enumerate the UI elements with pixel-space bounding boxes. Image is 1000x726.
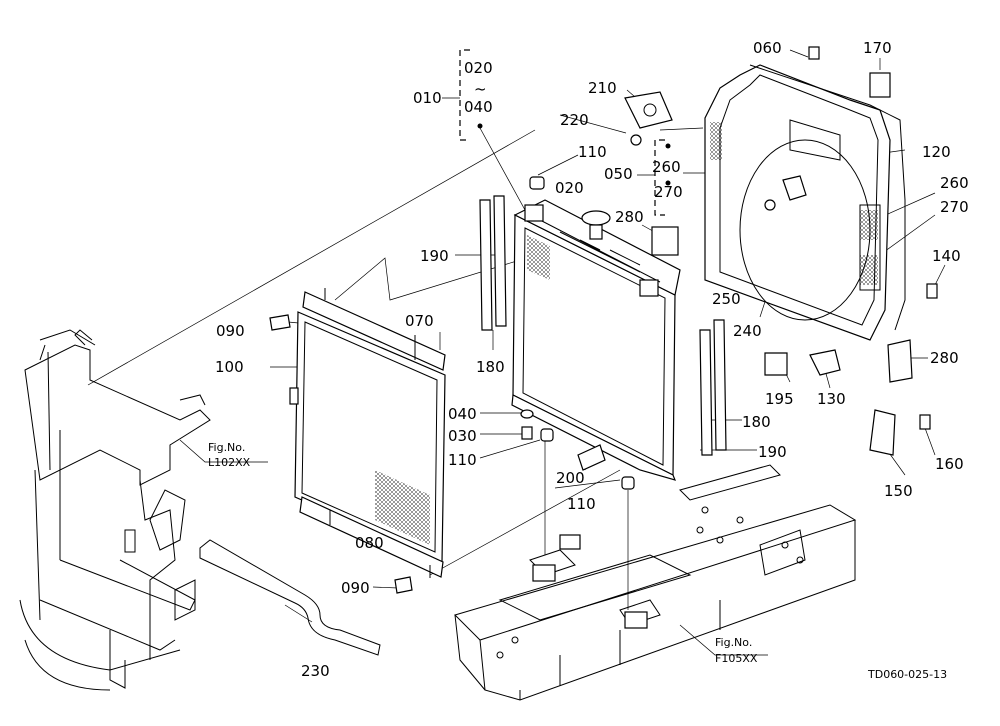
- screen-assembly: [289, 288, 446, 578]
- callout-030: 030: [448, 427, 477, 445]
- drawing-code: TD060-025-13: [867, 668, 947, 681]
- callout-180: 180: [476, 358, 505, 376]
- fig-ref-f105[interactable]: Fig.No. F105XX: [715, 636, 758, 665]
- callout-190b: 190: [758, 443, 787, 461]
- callout-210: 210: [588, 79, 617, 97]
- callout-120: 120: [922, 143, 951, 161]
- callout-110b: 110: [448, 451, 477, 469]
- bracket-050: 050 260 270: [604, 139, 683, 216]
- callout-070: 070: [405, 312, 434, 330]
- radiator-assembly: [511, 199, 681, 481]
- bracket-010-sep: ~: [474, 80, 487, 98]
- fig-ref-f105-code: F105XX: [715, 652, 758, 665]
- callout-110c: 110: [567, 495, 596, 513]
- callout-140: 140: [932, 247, 961, 265]
- callout-100: 100: [215, 358, 244, 376]
- callout-180b: 180: [742, 413, 771, 431]
- callout-130: 130: [817, 390, 846, 408]
- callout-190: 190: [420, 247, 449, 265]
- fig-ref-l102-title: Fig.No.: [208, 441, 245, 454]
- callout-090: 090: [216, 322, 245, 340]
- callout-280b: 280: [930, 349, 959, 367]
- callout-060: 060: [753, 39, 782, 57]
- bracket-010-bottom: 040: [464, 98, 493, 116]
- bracket-010: 010 020 ~ 040: [413, 49, 493, 141]
- callout-280: 280: [615, 208, 644, 226]
- fan-shroud: [704, 64, 906, 341]
- callout-240: 240: [733, 322, 762, 340]
- front-frame-assembly: [19, 329, 211, 691]
- callout-010: 010: [413, 89, 442, 107]
- small-parts: [269, 46, 938, 594]
- seals: [479, 195, 727, 456]
- callout-270: 270: [940, 198, 969, 216]
- callout-080: 080: [355, 534, 384, 552]
- callout-090b: 090: [341, 579, 370, 597]
- fig-ref-l102[interactable]: Fig.No. L102XX: [208, 441, 251, 469]
- callout-150: 150: [884, 482, 913, 500]
- callout-220: 220: [560, 111, 589, 129]
- bracket-010-top: 020: [464, 59, 493, 77]
- fig-ref-l102-code: L102XX: [208, 456, 251, 469]
- leader-lines: [87, 49, 946, 656]
- callout-195: 195: [765, 390, 794, 408]
- bracket-050-bottom: 270: [654, 183, 683, 201]
- bracket-050-top: 260: [652, 158, 681, 176]
- callouts: 060 170 210 220 110 120 020 260 270 280 …: [215, 39, 969, 680]
- callout-040: 040: [448, 405, 477, 423]
- callout-110: 110: [578, 143, 607, 161]
- hose: [199, 539, 381, 656]
- callout-200: 200: [556, 469, 585, 487]
- callout-160: 160: [935, 455, 964, 473]
- callout-020: 020: [555, 179, 584, 197]
- chassis-frame-assembly: [454, 464, 857, 701]
- callout-170: 170: [863, 39, 892, 57]
- callout-260: 260: [940, 174, 969, 192]
- fig-ref-f105-title: Fig.No.: [715, 636, 752, 649]
- callout-250: 250: [712, 290, 741, 308]
- callout-230: 230: [301, 662, 330, 680]
- callout-050: 050: [604, 165, 633, 183]
